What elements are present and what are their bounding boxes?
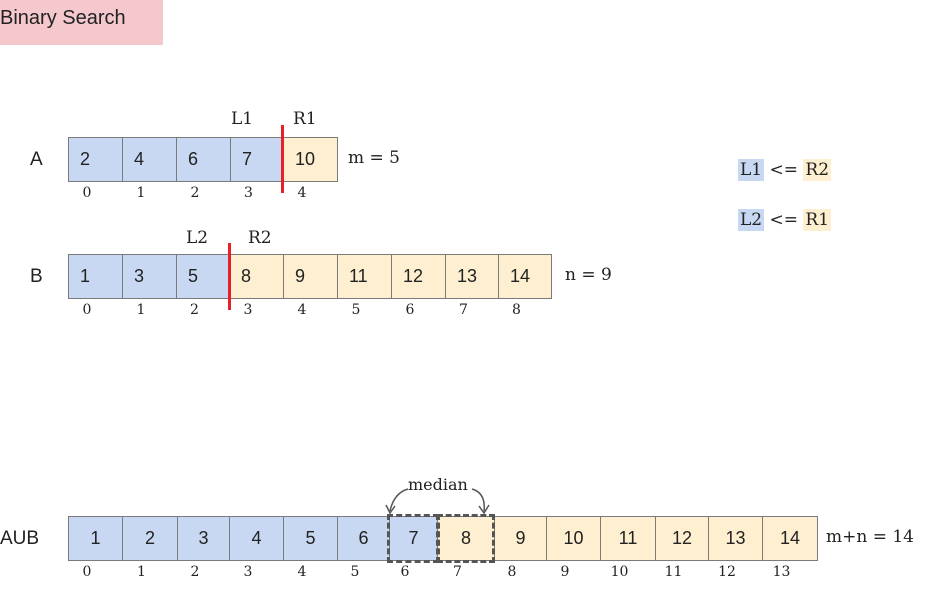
- condition-1-left: L1: [738, 159, 765, 181]
- index-label: 1: [136, 302, 146, 318]
- slide-title: Binary Search: [0, 0, 163, 45]
- index-label: 5: [351, 302, 361, 318]
- index-label: 8: [507, 564, 517, 580]
- index-label: 10: [610, 564, 629, 580]
- index-label: 13: [772, 564, 791, 580]
- median-label: median: [408, 475, 468, 494]
- array-cell: 2: [68, 137, 123, 182]
- array-cell: 9: [494, 516, 547, 561]
- index-label: 1: [137, 564, 146, 580]
- array-cell: 6: [176, 137, 231, 182]
- r2-marker: R2: [248, 228, 272, 248]
- index-label: 12: [718, 564, 736, 580]
- array-b-label: B: [30, 266, 43, 287]
- array-cell: 10: [283, 137, 338, 182]
- array-a-size: m = 5: [348, 148, 400, 168]
- index-label: 4: [297, 185, 307, 201]
- array-cell: 9: [283, 254, 338, 299]
- median-box-right: [437, 514, 495, 563]
- array-cell: 14: [498, 254, 552, 299]
- index-label: 7: [453, 564, 462, 580]
- index-label: 5: [350, 564, 360, 580]
- condition-1-op: <=: [769, 160, 799, 180]
- array-cell: 13: [708, 516, 763, 561]
- array-cell: 5: [176, 254, 230, 299]
- array-cell: 14: [762, 516, 818, 561]
- index-label: 6: [400, 564, 410, 580]
- partition-line-b: [228, 243, 231, 310]
- array-aub-label: AUB: [0, 528, 40, 549]
- index-label: 7: [459, 302, 468, 318]
- l1-marker: L1: [231, 109, 254, 129]
- array-cell: 11: [600, 516, 656, 561]
- index-label: 3: [243, 302, 253, 318]
- array-cell: 8: [229, 254, 284, 299]
- arrow-left-icon: [389, 488, 409, 512]
- condition-2-op: <=: [769, 210, 799, 230]
- array-cell: 4: [229, 516, 284, 561]
- array-cell: 11: [337, 254, 392, 299]
- array-cell: 12: [655, 516, 709, 561]
- index-label: 2: [190, 302, 199, 318]
- index-label: 6: [405, 302, 415, 318]
- array-cell: 3: [122, 254, 177, 299]
- condition-2-right: R1: [803, 209, 832, 231]
- condition-1-right: R2: [803, 159, 832, 181]
- median-box-left: [387, 514, 439, 563]
- array-cell: 10: [546, 516, 601, 561]
- arrow-right-icon: [471, 488, 485, 512]
- array-cell: 6: [337, 516, 390, 561]
- index-label: 9: [560, 564, 570, 580]
- index-label: 0: [82, 302, 92, 318]
- array-cell: 12: [391, 254, 446, 299]
- array-b-size: n = 9: [565, 265, 612, 285]
- l2-marker: L2: [186, 228, 209, 248]
- array-a-label: A: [30, 149, 43, 170]
- array-cell: 1: [68, 254, 123, 299]
- condition-2-left: L2: [738, 209, 765, 231]
- index-label: 8: [512, 302, 521, 318]
- array-cell: 5: [283, 516, 338, 561]
- index-label: 3: [243, 564, 253, 580]
- condition-2: L2 <= R1: [738, 209, 832, 231]
- index-label: 11: [664, 564, 683, 580]
- index-label: 0: [82, 564, 92, 580]
- array-cell: 1: [68, 516, 123, 561]
- array-cell: 2: [122, 516, 178, 561]
- r1-marker: R1: [293, 109, 317, 129]
- array-cell: 13: [445, 254, 499, 299]
- array-cell: 7: [230, 137, 284, 182]
- index-label: 1: [136, 185, 146, 201]
- partition-line-a: [281, 125, 284, 193]
- index-label: 0: [82, 185, 92, 201]
- array-cell: 4: [122, 137, 177, 182]
- index-label: 4: [297, 302, 307, 318]
- index-label: 4: [297, 564, 307, 580]
- array-aub-size: m+n = 14: [826, 527, 914, 547]
- index-label: 3: [244, 185, 253, 201]
- index-label: 2: [190, 564, 200, 580]
- index-label: 2: [190, 185, 200, 201]
- median-arrows: [385, 488, 490, 515]
- condition-1: L1 <= R2: [738, 159, 832, 181]
- array-cell: 3: [177, 516, 230, 561]
